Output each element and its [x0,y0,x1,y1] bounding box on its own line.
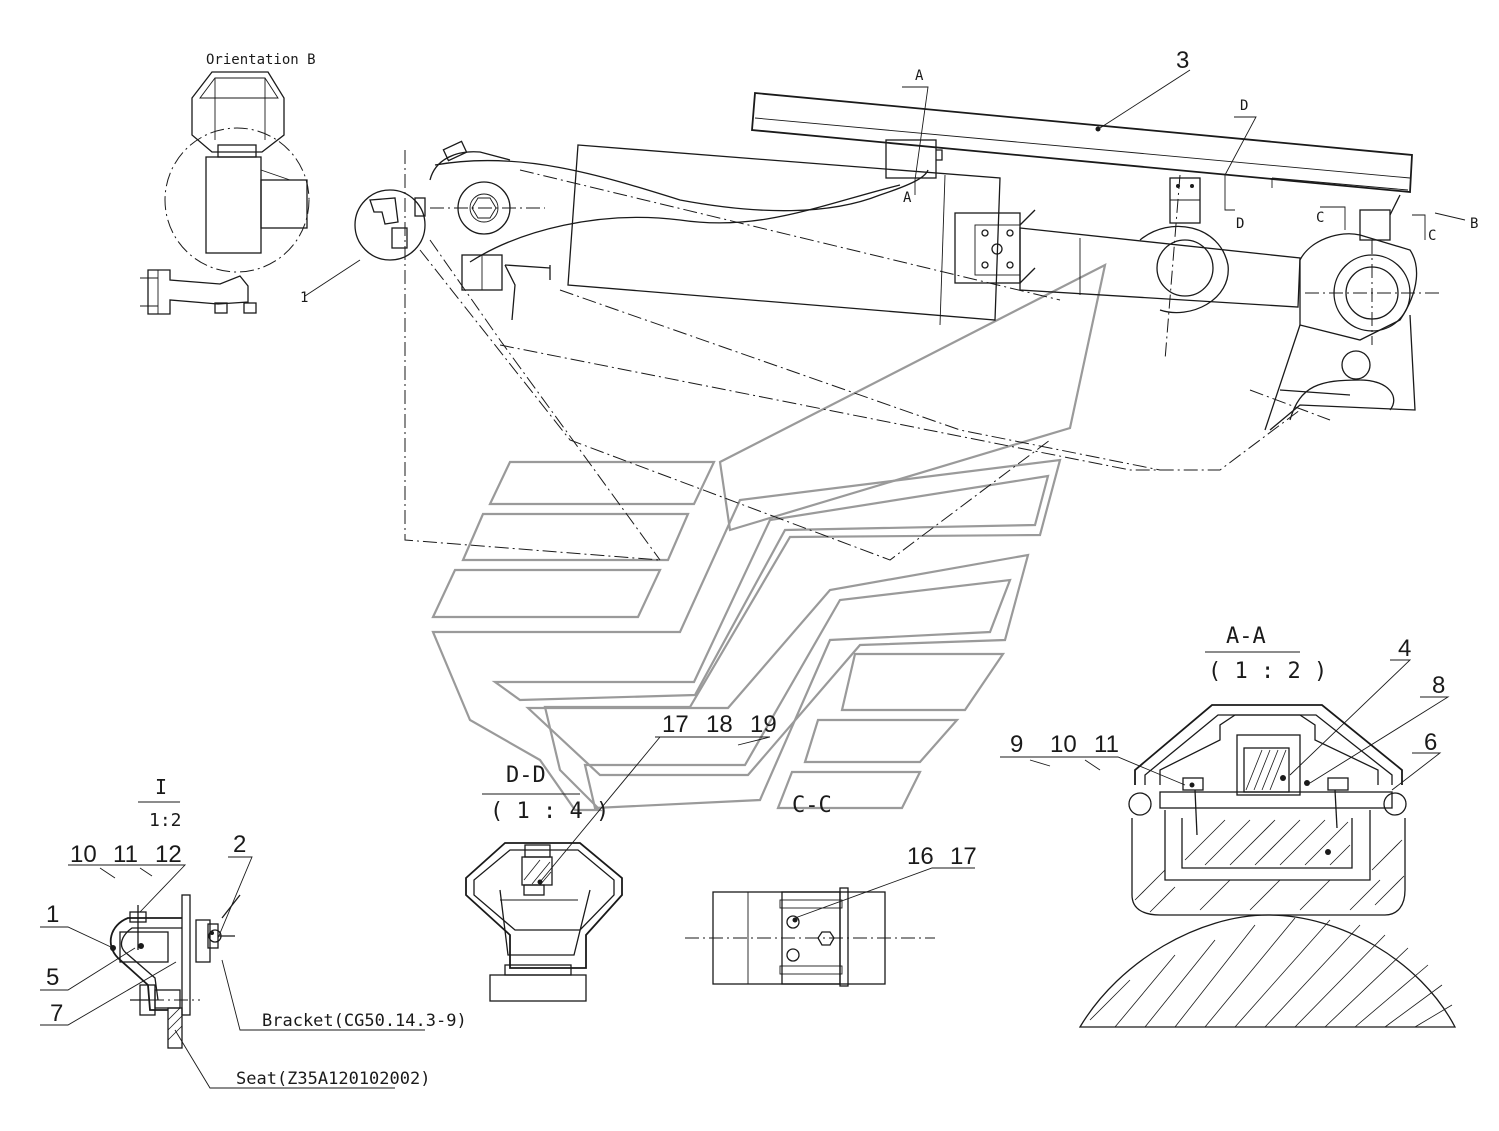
section-dd-view [465,736,771,1002]
section-aa-view [1000,651,1457,1028]
section-mark-c-right: C [1428,228,1436,244]
balloon-det-7: 7 [50,1000,63,1027]
detail-i-view [40,801,425,1089]
hatch-lower [1134,819,1405,913]
balloon-aa-10: 10 [1050,731,1077,758]
section-mark-d-top: D [1240,98,1248,114]
balloon-det-2: 2 [233,831,246,858]
detail-i-title: I [155,775,167,799]
balloon-det-12: 12 [155,841,182,868]
section-mark-a-bottom: A [903,190,912,206]
watermark-logo [431,262,1107,812]
section-dd-scale: ( 1 : 4 ) [490,799,609,824]
balloon-aa-8: 8 [1432,672,1445,699]
balloon-1-main: 1 [300,290,308,306]
section-aa-title: A-A [1226,624,1266,649]
balloon-dd-17: 17 [662,711,689,738]
section-mark-d-bottom: D [1236,216,1244,232]
hatch-detail-seat [167,1007,183,1041]
section-mark-c-left: C [1316,210,1324,226]
balloon-det-5: 5 [46,964,59,991]
section-aa-scale: ( 1 : 2 ) [1208,659,1327,684]
detail-i-scale: 1:2 [149,810,182,831]
balloon-aa-9: 9 [1010,731,1023,758]
balloon-det-10: 10 [70,841,97,868]
balloon-aa-6: 6 [1424,729,1437,756]
bracket-callout: Bracket(CG50.14.3-9) [262,1011,467,1031]
hatch-block [1245,749,1287,791]
balloon-cc-16: 16 [907,843,934,870]
main-assembly-view [304,69,1466,561]
section-mark-b: B [1470,216,1478,232]
section-dd-title: D-D [506,763,546,788]
balloon-det-11: 11 [113,841,138,868]
balloon-dd-18: 18 [706,711,733,738]
balloon-det-1: 1 [46,901,59,928]
balloon-3: 3 [1176,47,1189,74]
balloon-cc-17: 17 [950,843,977,870]
hatch-rail [1089,917,1453,1028]
orientation-b-label: Orientation B [206,52,316,68]
section-mark-a-top: A [915,68,924,84]
balloon-dd-19: 19 [750,711,777,738]
hatch-dd-bolt [523,859,552,886]
orientation-b-view [140,71,310,315]
balloon-aa-11: 11 [1094,731,1119,758]
section-cc-view [685,867,975,987]
seat-callout: Seat(Z35A120102002) [236,1069,430,1089]
balloon-aa-4: 4 [1398,635,1411,662]
section-cc-title: C-C [792,793,832,818]
